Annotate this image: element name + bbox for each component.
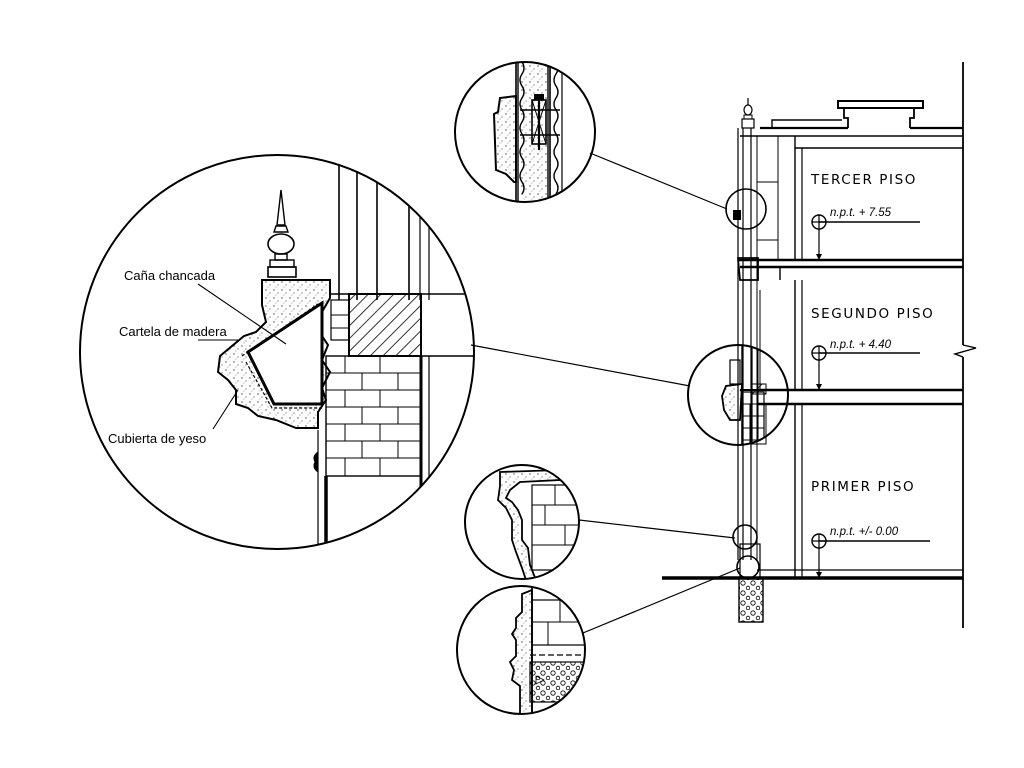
label-cana-chancada: Caña chancada bbox=[124, 268, 216, 283]
detail-circle-large bbox=[79, 154, 475, 550]
label-cubierta-yeso: Cubierta de yeso bbox=[108, 431, 206, 446]
wooden-bracket bbox=[246, 300, 324, 406]
callout-connectors bbox=[470, 152, 741, 634]
finial-ornament bbox=[267, 189, 297, 278]
leader-cana bbox=[197, 283, 287, 345]
detail-plinth-upper bbox=[464, 464, 580, 580]
level-marker-tercer bbox=[811, 214, 920, 260]
detail-circle-plinth-upper bbox=[464, 464, 580, 580]
detail-cornice-large: Caña chancada Cartela de madera Cubierta… bbox=[79, 154, 475, 550]
floor-label-tercer: TERCER PISO bbox=[810, 172, 917, 188]
stone-foundation bbox=[738, 577, 764, 623]
building-section: TERCER PISO SEGUNDO PISO PRIMER PISO n.p… bbox=[662, 62, 977, 628]
roof-finial bbox=[741, 98, 755, 129]
level-text-tercer: n.p.t. + 7.55 bbox=[830, 207, 892, 219]
floor-label-primer: PRIMER PISO bbox=[811, 479, 915, 495]
leader-cubierta bbox=[212, 389, 239, 430]
break-line bbox=[952, 344, 977, 358]
brick-wall bbox=[325, 355, 422, 477]
level-text-primer: n.p.t. +/- 0.00 bbox=[830, 526, 899, 538]
timber-beam bbox=[348, 293, 422, 357]
level-text-segundo: n.p.t. + 4.40 bbox=[830, 339, 892, 351]
floor-label-segundo: SEGUNDO PISO bbox=[811, 306, 934, 322]
detail-floor-cornice bbox=[687, 344, 789, 446]
detail-plinth-lower bbox=[456, 585, 586, 715]
level-marker-segundo bbox=[811, 345, 920, 390]
level-marker-primer bbox=[811, 533, 930, 578]
label-cartela-madera: Cartela de madera bbox=[119, 324, 227, 339]
detail-parapet-cornice bbox=[454, 61, 596, 203]
